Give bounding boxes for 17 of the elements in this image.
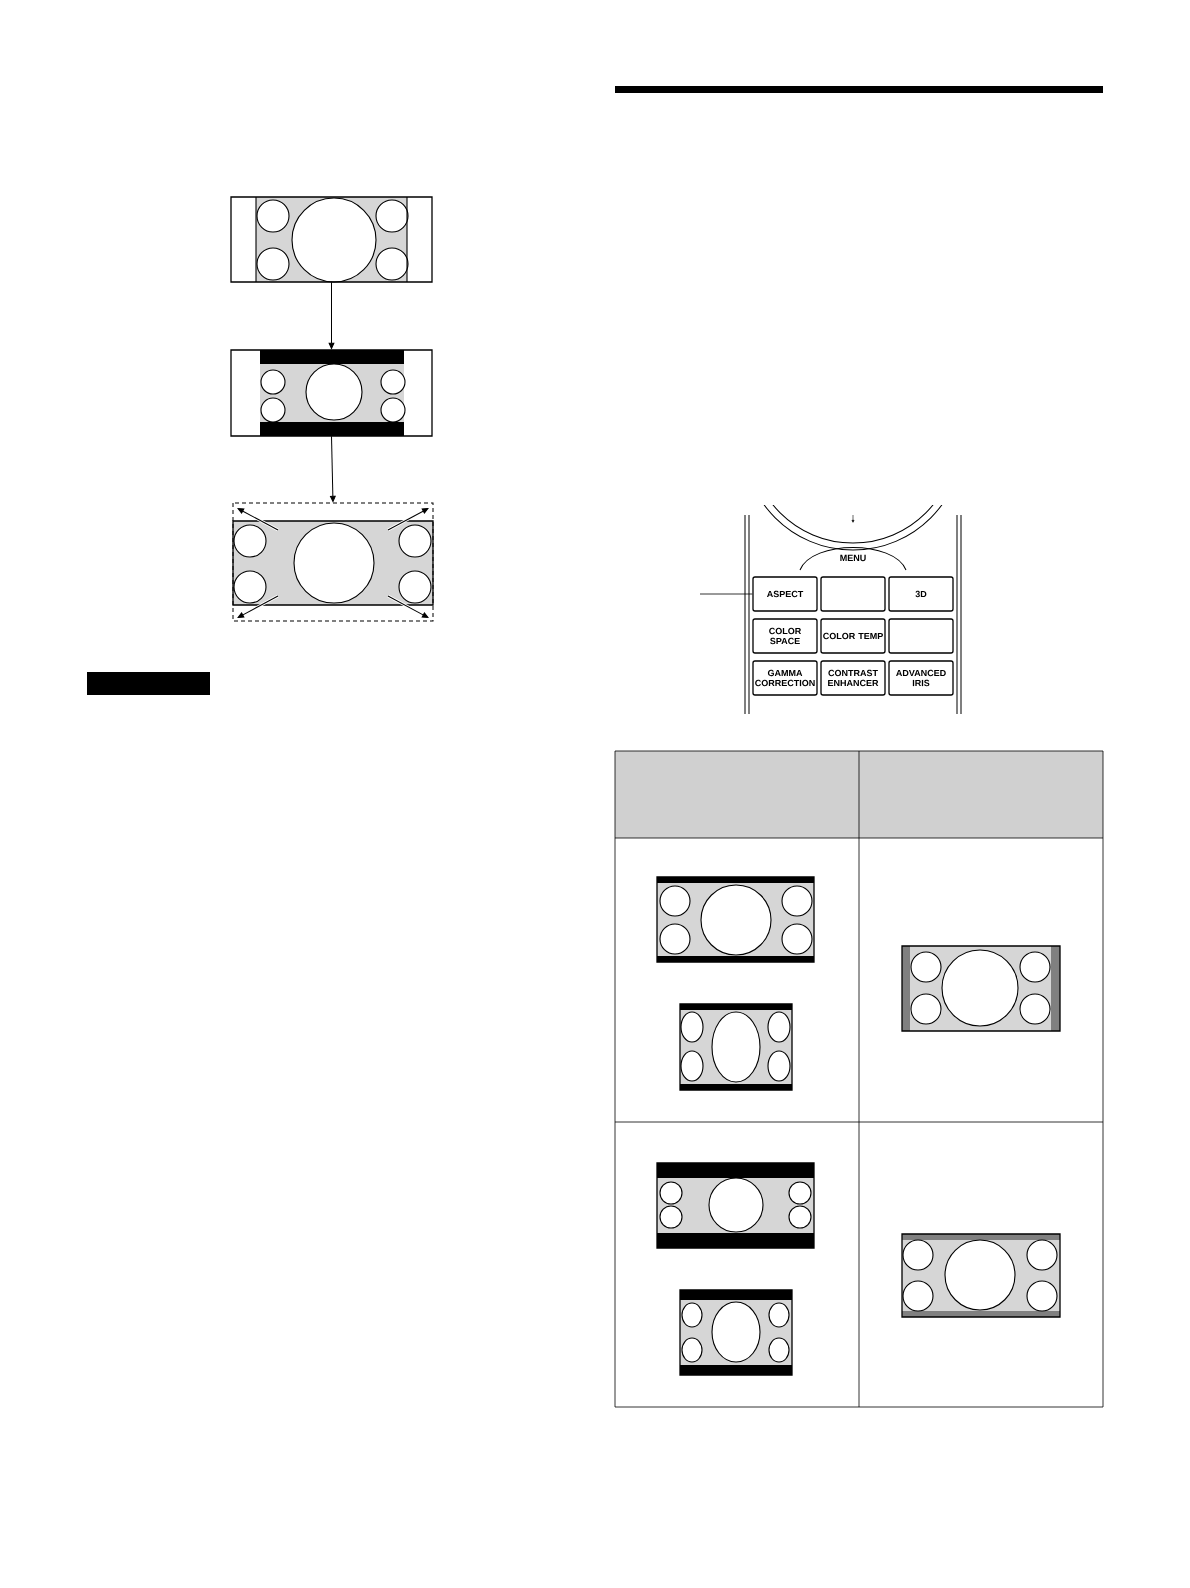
leader-line	[699, 593, 753, 595]
remote-button: CONTRAST ENHANCER	[820, 660, 886, 696]
label-bar	[87, 672, 210, 695]
remote-button: GAMMA CORRECTION	[752, 660, 818, 696]
remote-button	[888, 618, 954, 654]
arrow	[328, 281, 335, 350]
screen-drawing	[232, 502, 434, 622]
remote-button: ASPECT	[752, 576, 818, 612]
remote-button: COLOR SPACE	[752, 618, 818, 654]
screen-drawing	[230, 349, 433, 437]
remote-button: 3D	[888, 576, 954, 612]
remote-button: ADVANCED IRIS	[888, 660, 954, 696]
remote-button: COLOR TEMP	[820, 618, 886, 654]
arrow	[330, 435, 336, 503]
screen-drawing	[230, 196, 433, 283]
menu-button: MENU	[799, 547, 907, 571]
remote-button	[820, 576, 886, 612]
